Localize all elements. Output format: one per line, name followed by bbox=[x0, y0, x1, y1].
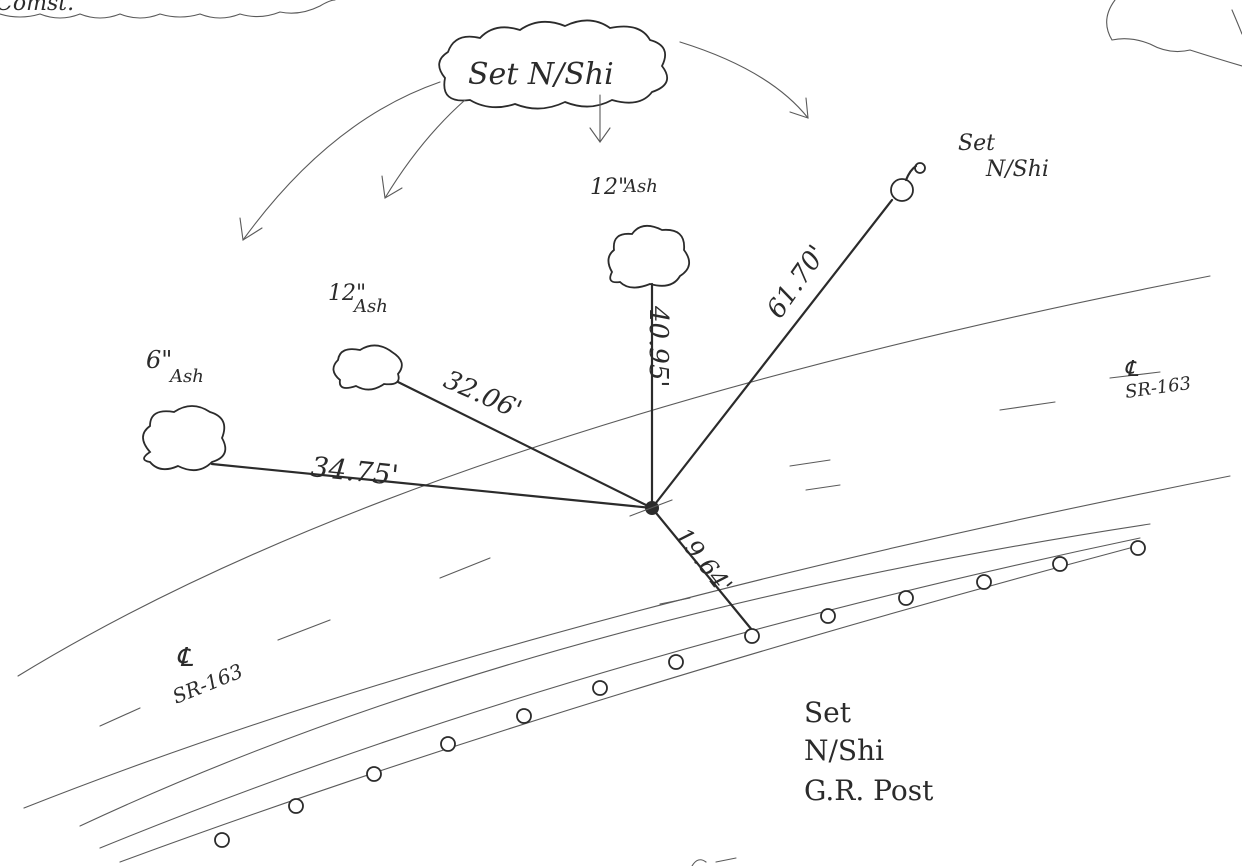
arrow-to-12in-ash-left bbox=[384, 99, 466, 199]
tree-12in-ash-center: 12" Ash bbox=[590, 175, 690, 289]
centerline-symbol-left: ℄ bbox=[176, 643, 194, 673]
distance-32-06: 32.06' bbox=[439, 365, 526, 426]
post-label-line3: G.R. Post bbox=[804, 774, 934, 807]
tree-left-size: 12" bbox=[328, 281, 366, 306]
set-nail-cloud-text: Set N/Shi bbox=[468, 57, 614, 92]
arrowhead-icon bbox=[789, 97, 809, 119]
top-left-cloud: Comst. bbox=[0, 0, 336, 19]
tree-12in-ash-left: 12" Ash bbox=[328, 281, 403, 391]
tree-6in-size: 6" bbox=[146, 346, 172, 374]
arrowhead-icon bbox=[239, 217, 263, 241]
guard-rail-posts bbox=[214, 540, 1146, 848]
centerline-label-right: ℄ SR-163 bbox=[1124, 357, 1193, 403]
post-marker bbox=[1130, 540, 1146, 556]
post-marker bbox=[214, 832, 230, 848]
cloud-arrows bbox=[239, 41, 809, 241]
distance-61-70: 61.70' bbox=[761, 240, 832, 324]
post-marker bbox=[516, 708, 532, 724]
measurement-lines bbox=[210, 198, 894, 632]
tree-6in-species: Ash bbox=[168, 366, 204, 387]
tree-center-size: 12" bbox=[590, 175, 628, 200]
post-marker bbox=[366, 766, 382, 782]
post-marker bbox=[440, 736, 456, 752]
set-nail-symbol: Set N/Shi bbox=[890, 131, 1049, 202]
set-nail-cloud: Set N/Shi bbox=[438, 19, 669, 110]
post-label: Set N/Shi G.R. Post bbox=[804, 696, 934, 807]
post-marker bbox=[592, 680, 608, 696]
post-marker bbox=[1052, 556, 1068, 572]
tree-center-species: Ash bbox=[622, 176, 658, 197]
post-marker bbox=[820, 608, 836, 624]
top-left-fragment-text: Comst. bbox=[0, 0, 74, 16]
bottom-partial-mark bbox=[691, 857, 737, 866]
post-label-line1: Set bbox=[804, 696, 852, 729]
arrowhead-icon bbox=[589, 127, 611, 143]
post-marker bbox=[898, 590, 914, 606]
arrowhead-icon bbox=[381, 175, 403, 199]
control-point-icon bbox=[629, 499, 673, 517]
post-marker bbox=[668, 654, 684, 670]
top-right-cloud bbox=[1106, 0, 1242, 67]
arrow-to-nail bbox=[679, 41, 809, 119]
tree-6in-ash: 6" Ash bbox=[142, 346, 227, 472]
distance-19-64: 19.64' bbox=[669, 522, 737, 599]
road bbox=[17, 275, 1231, 863]
post-marker bbox=[976, 574, 992, 590]
nail-label-line2: N/Shi bbox=[985, 157, 1049, 182]
centerline-symbol-right: ℄ bbox=[1124, 357, 1139, 382]
nail-label-line1: Set bbox=[958, 131, 995, 156]
arrow-to-6in-ash bbox=[242, 81, 441, 241]
post-label-line2: N/Shi bbox=[804, 734, 884, 767]
distance-40-95: 40.95' bbox=[643, 305, 673, 388]
centerline-label-left: ℄ SR-163 bbox=[169, 643, 246, 709]
distance-34-75: 34.75' bbox=[309, 450, 400, 492]
post-marker bbox=[744, 628, 760, 644]
post-marker bbox=[288, 798, 304, 814]
tree-left-species: Ash bbox=[352, 296, 388, 317]
